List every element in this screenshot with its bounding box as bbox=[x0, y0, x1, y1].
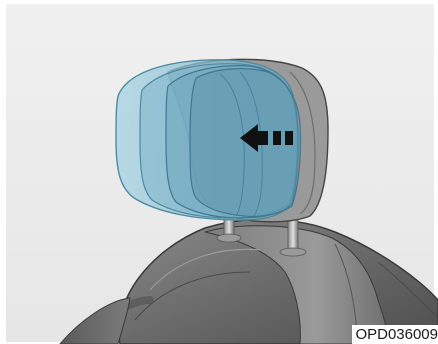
seat-side-bolster bbox=[59, 297, 131, 344]
seat-back bbox=[66, 218, 438, 344]
forward-arrow-icon bbox=[240, 124, 293, 152]
headrest-forward-positions bbox=[115, 59, 302, 221]
figure-code: OPD036009 bbox=[352, 325, 438, 344]
headrest-posts bbox=[216, 207, 307, 257]
